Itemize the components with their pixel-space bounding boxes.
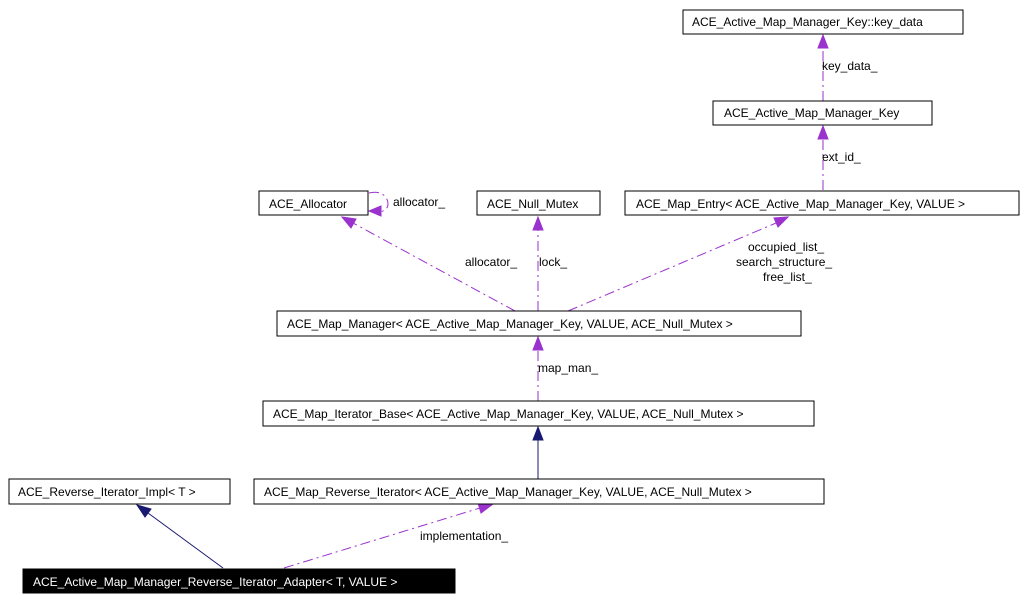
svg-text:ACE_Active_Map_Manager_Reverse: ACE_Active_Map_Manager_Reverse_Iterator_…: [33, 575, 397, 589]
node-map-entry[interactable]: ACE_Map_Entry< ACE_Active_Map_Manager_Ke…: [624, 190, 1020, 216]
edge-label-lock: lock_: [539, 255, 567, 269]
edge-allocator-self: [368, 191, 389, 213]
edge-key-data-arrowhead: [817, 33, 829, 49]
node-reverse-iterator-adapter[interactable]: ACE_Active_Map_Manager_Reverse_Iterator_…: [22, 568, 456, 594]
edge-label-allocator: allocator_: [465, 255, 517, 269]
node-active-map-manager-key[interactable]: ACE_Active_Map_Manager_Key: [712, 100, 933, 126]
edge-label-map-man: map_man_: [538, 361, 598, 375]
edge-allocator-self-arrowhead: [367, 205, 382, 217]
svg-text:ACE_Active_Map_Manager_Key: ACE_Active_Map_Manager_Key: [724, 106, 899, 120]
node-map-manager[interactable]: ACE_Map_Manager< ACE_Active_Map_Manager_…: [276, 310, 802, 337]
edge-map-entry: [567, 222, 777, 312]
edge-inherit-reverse-iterator-impl: [147, 512, 224, 569]
edge-label-allocator-self: allocator_: [393, 195, 445, 209]
edge-label-free-list: free_list_: [763, 270, 812, 284]
edge-inherit-reverse-iterator-impl-arrowhead: [135, 504, 152, 518]
svg-text:ACE_Map_Iterator_Base< ACE_Act: ACE_Map_Iterator_Base< ACE_Active_Map_Ma…: [273, 407, 743, 421]
edge-map-entry-arrowhead: [773, 216, 790, 228]
node-key-data[interactable]: ACE_Active_Map_Manager_Key::key_data: [682, 9, 964, 35]
svg-text:ACE_Allocator: ACE_Allocator: [269, 197, 347, 211]
edge-ext-id-arrowhead: [817, 124, 829, 140]
svg-text:ACE_Reverse_Iterator_Impl< T >: ACE_Reverse_Iterator_Impl< T >: [18, 485, 196, 499]
node-null-mutex[interactable]: ACE_Null_Mutex: [476, 190, 601, 216]
svg-text:ACE_Map_Reverse_Iterator< ACE_: ACE_Map_Reverse_Iterator< ACE_Active_Map…: [264, 485, 752, 499]
edge-label-ext-id: ext_id_: [822, 150, 861, 164]
edge-map-man-arrowhead: [532, 335, 544, 351]
svg-text:ACE_Map_Entry< ACE_Active_Map_: ACE_Map_Entry< ACE_Active_Map_Manager_Ke…: [636, 197, 965, 211]
svg-text:ACE_Map_Manager< ACE_Active_Ma: ACE_Map_Manager< ACE_Active_Map_Manager_…: [287, 317, 733, 331]
node-map-iterator-base[interactable]: ACE_Map_Iterator_Base< ACE_Active_Map_Ma…: [262, 400, 815, 427]
edge-label-occupied-list: occupied_list_: [748, 240, 824, 254]
svg-text:ACE_Active_Map_Manager_Key::ke: ACE_Active_Map_Manager_Key::key_data: [692, 15, 923, 29]
node-map-reverse-iterator[interactable]: ACE_Map_Reverse_Iterator< ACE_Active_Map…: [253, 478, 825, 505]
edge-inherit-iterator-base-arrowhead: [532, 425, 544, 441]
node-reverse-iterator-impl[interactable]: ACE_Reverse_Iterator_Impl< T >: [8, 478, 231, 505]
svg-text:ACE_Null_Mutex: ACE_Null_Mutex: [487, 197, 578, 211]
edge-implementation: [283, 507, 481, 569]
edge-lock-arrowhead: [532, 215, 544, 231]
edge-allocator-arrowhead: [340, 216, 357, 229]
edge-label-implementation: implementation_: [420, 529, 508, 543]
edge-label-key-data: key_data_: [822, 59, 878, 73]
node-allocator[interactable]: ACE_Allocator: [258, 190, 369, 216]
edge-label-search-structure: search_structure_: [736, 255, 832, 269]
